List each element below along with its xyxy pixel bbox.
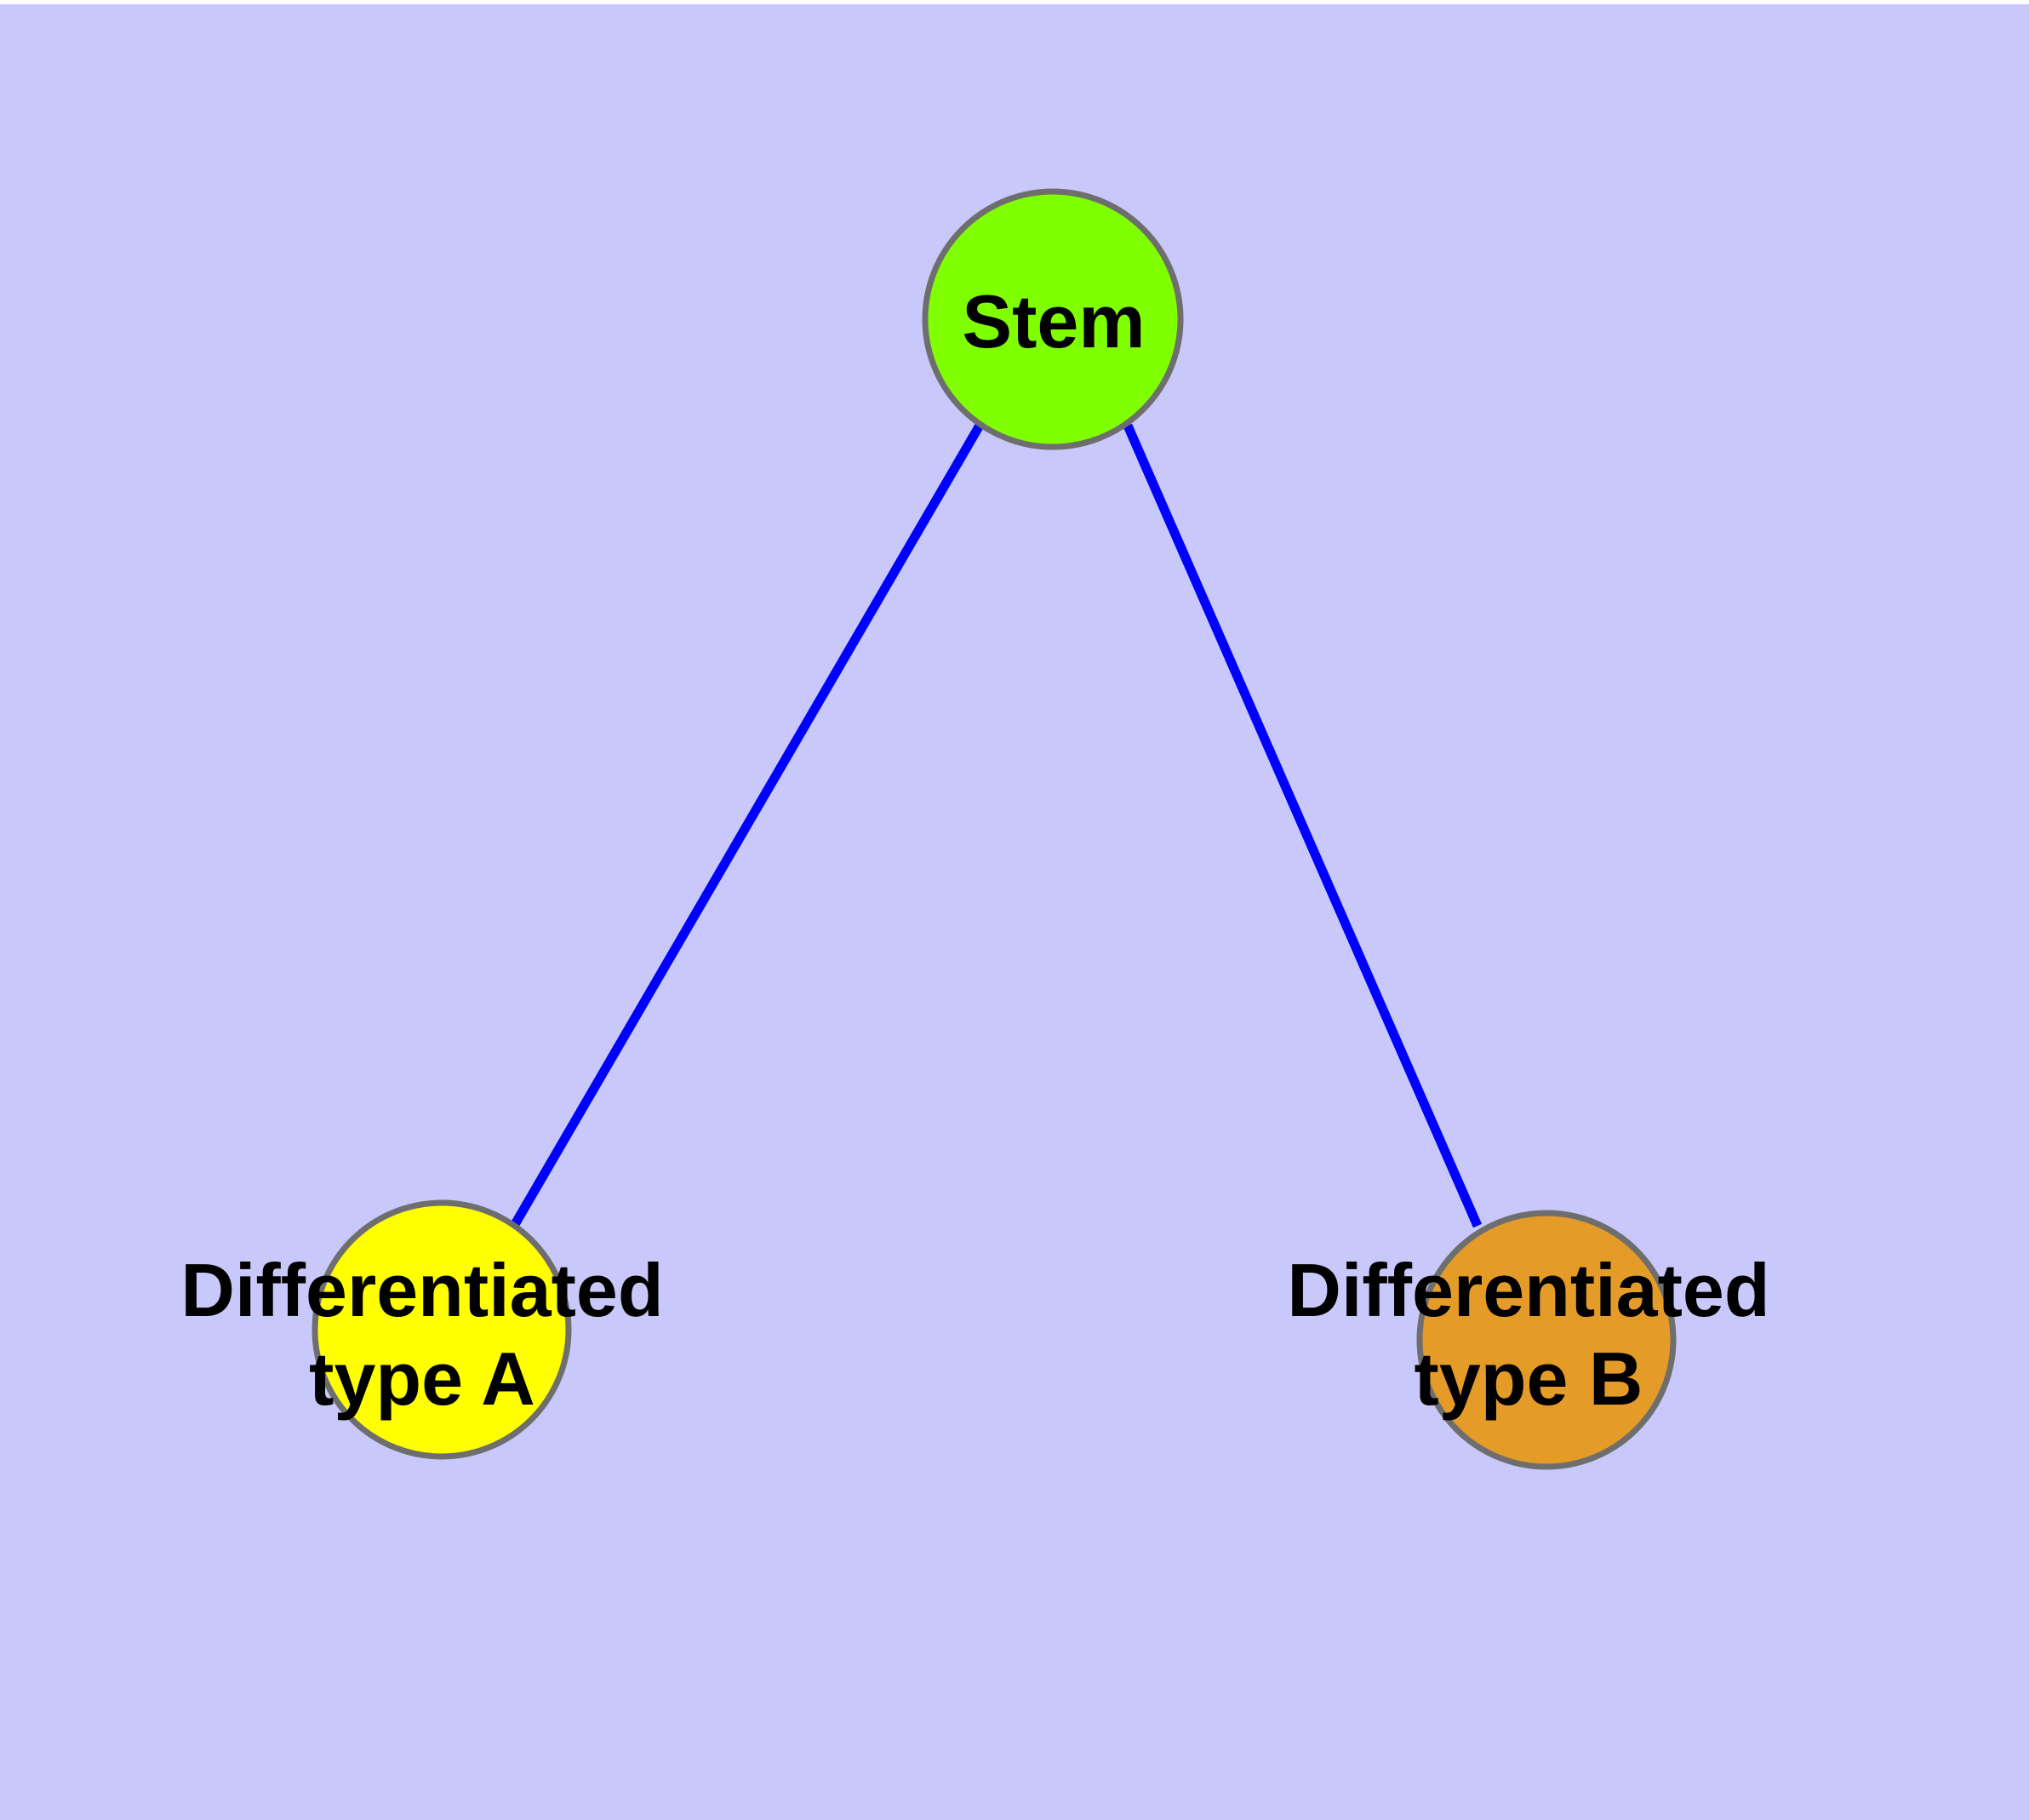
node-differentiated-type-b-label-line-1: Differentiated xyxy=(1287,1248,1769,1332)
node-differentiated-type-b-label-line-2: type B xyxy=(1415,1336,1643,1421)
node-layer xyxy=(311,188,1677,1470)
edge-stem-to-type-a[interactable] xyxy=(510,421,985,1228)
node-stem-label: Stem xyxy=(962,279,1145,363)
label-layer: Stem Differentiated type A Differentiate… xyxy=(180,279,1769,1421)
edge-layer xyxy=(510,421,1483,1228)
edge-stem-to-type-b[interactable] xyxy=(1123,423,1483,1228)
node-differentiated-type-b-circle[interactable] xyxy=(1416,1210,1677,1470)
node-stem-circle[interactable] xyxy=(922,188,1184,450)
node-differentiated-type-a-label-line-1: Differentiated xyxy=(180,1248,663,1332)
node-differentiated-type-a-label-line-2: type A xyxy=(309,1336,535,1421)
node-differentiated-type-a-circle[interactable] xyxy=(311,1199,572,1460)
